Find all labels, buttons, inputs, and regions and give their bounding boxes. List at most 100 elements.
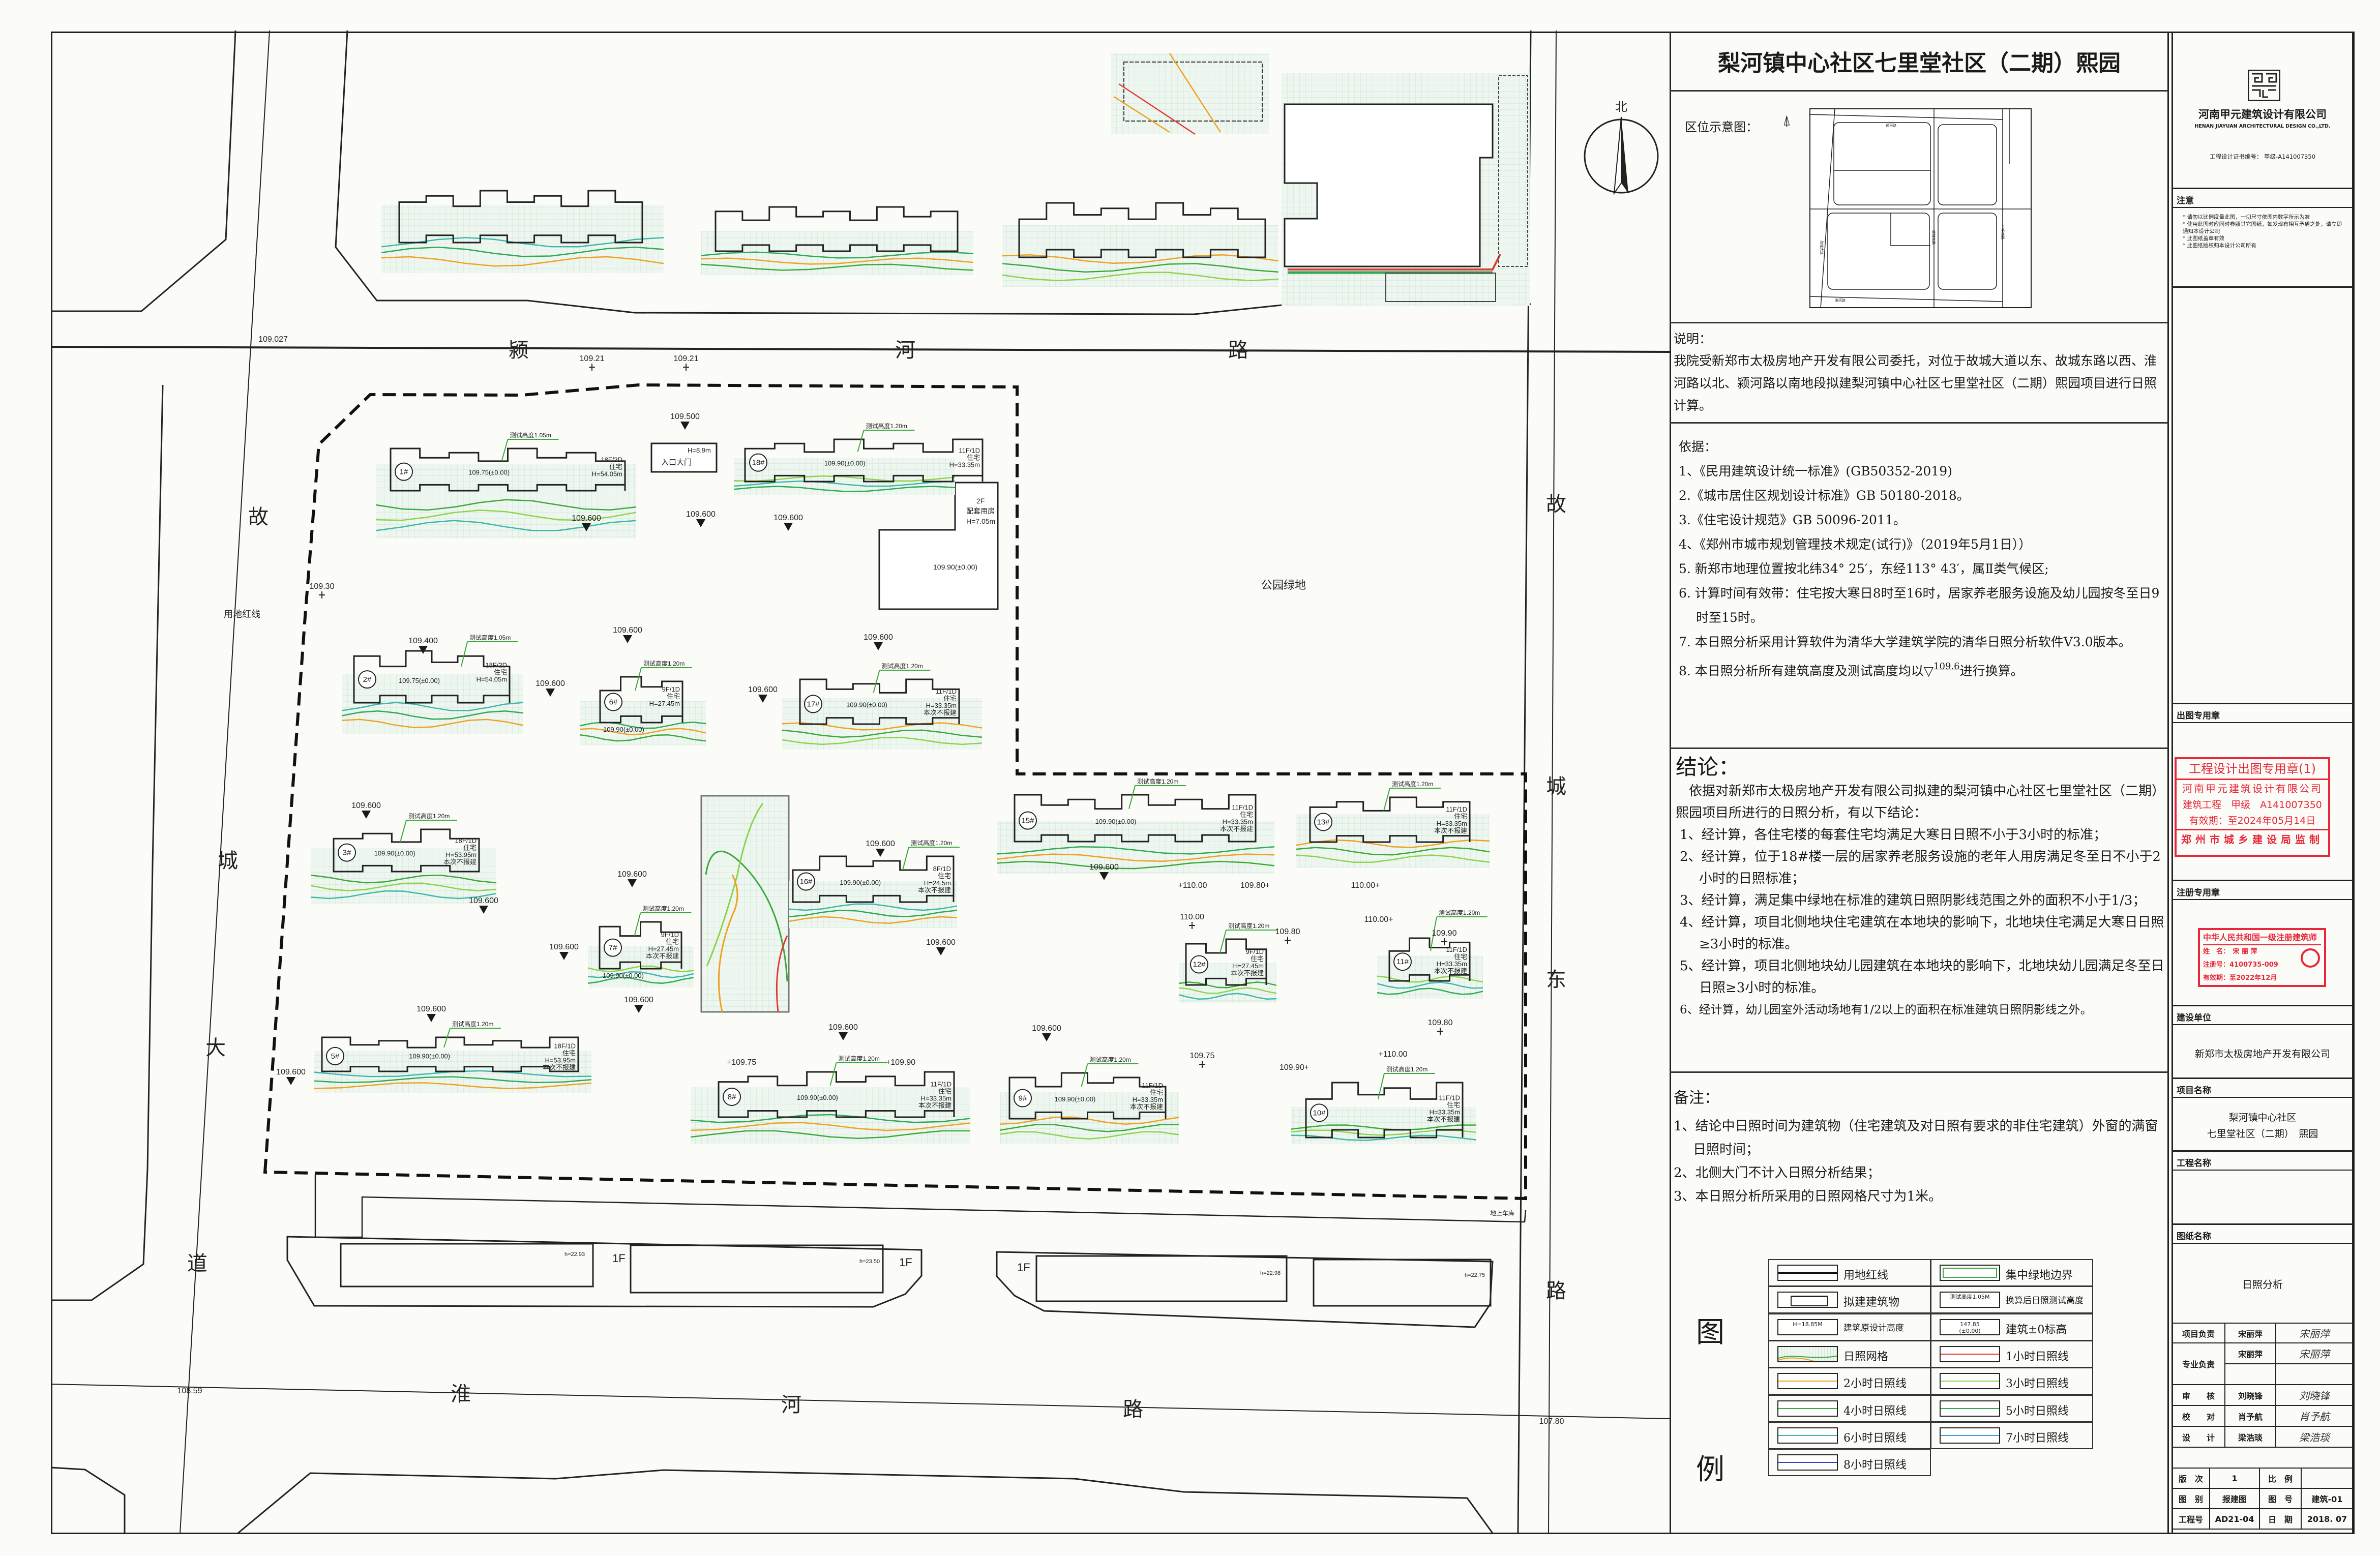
spot-level-cross-icon <box>1199 1061 1205 1068</box>
sunlight-contour-line <box>999 1131 1179 1140</box>
elevation-marker: 109.600 <box>549 943 579 960</box>
elevation-value: 109.80+ <box>1240 881 1270 890</box>
legend-swatch <box>1777 1373 1838 1390</box>
elevation-value: 109.600 <box>276 1068 306 1076</box>
building-floors: 11F/1D <box>959 447 980 455</box>
test-height-leader <box>1383 788 1390 811</box>
elevation-marker: +110.00 <box>1378 1050 1407 1059</box>
test-height-leader <box>1430 916 1437 951</box>
elevation-value: 109.30 <box>310 582 335 591</box>
building-outline <box>744 438 984 483</box>
type-label: 图 别 <box>2171 1488 2210 1509</box>
sunlight-contour-line <box>1295 854 1490 863</box>
elevation-value: +109.75 <box>727 1058 756 1067</box>
sunlight-grid <box>997 821 1274 874</box>
signoff-name: 宋丽萍 <box>2224 1323 2276 1343</box>
building-number: 18# <box>752 459 765 467</box>
road-west-char: 故 <box>248 506 269 528</box>
legend-item: 1小时日照线 <box>1930 1340 2093 1368</box>
elevation-marker: 109.600 <box>624 996 653 1013</box>
sunlight-contour-line <box>1295 839 1490 848</box>
test-height-label: 测试高度1.20m <box>1439 909 1480 916</box>
basis-item: 6. 计算时间有效带：住宅按大寒日8时至16时，居家养老服务设施及幼儿园按冬至日… <box>1679 586 2160 625</box>
elevation-marker: 109.600 <box>686 510 716 527</box>
road-east-char: 城 <box>1546 775 1566 798</box>
sunlight-contour-line <box>999 1124 1179 1132</box>
location-section: 区位示意图： ⍋ 颍河路 淮河路 故城大道 故城东路 中华南路 <box>1670 90 2169 322</box>
road-east-char: 路 <box>1546 1280 1566 1302</box>
sunlight-contour-line <box>1002 272 1279 282</box>
description-label: 说明： <box>1674 332 1712 346</box>
elevation-marker: +110.00 <box>1178 881 1207 890</box>
building-floors: 11F/1D <box>1446 946 1467 953</box>
building-base-level: 109.90(±0.00) <box>797 1094 838 1101</box>
signoff-empty <box>2275 1363 2354 1385</box>
signoff-name: 肖予航 <box>2224 1405 2276 1427</box>
level-triangle-icon <box>758 695 767 703</box>
sunlight-contour-line <box>1178 981 1277 989</box>
test-height-label: 测试高度1.20m <box>1090 1056 1131 1063</box>
basis-item8-prefix: 8. 本日照分析所有建筑高度及测试高度均以 <box>1679 664 1924 678</box>
elevation-value: 108.59 <box>177 1387 202 1395</box>
building-outline <box>1185 938 1267 986</box>
north-building-outline <box>715 206 959 252</box>
level-triangle-icon: ▽ <box>1923 664 1934 678</box>
project-name-2: 七里堂社区（二期） 熙园 <box>2207 1128 2318 1140</box>
building-use: 住宅 <box>1447 1101 1460 1109</box>
sunlight-contour-line <box>733 475 956 482</box>
road-labels: 颍 河 路 故 城 大 道 故 城 东 路 淮 河 路 <box>187 339 1566 1421</box>
stamp-title: 工程设计出图专用章(1) <box>2177 759 2328 780</box>
elevation-marker: 109.90+ <box>1280 1063 1309 1072</box>
elevation-value: 109.600 <box>549 943 579 951</box>
building-note: 本次不报建 <box>1427 1116 1460 1123</box>
drawing-no-value: 建筑-01 <box>2301 1488 2354 1509</box>
building-outline <box>390 447 626 492</box>
basis-item8-level: 109.6 <box>1933 661 1960 672</box>
legend-item: 集中绿地边界 <box>1930 1259 2093 1286</box>
south-building-label: h=22.98 <box>1260 1270 1281 1276</box>
building-outline <box>792 855 955 903</box>
building-floors: 9F/1D <box>1246 948 1264 955</box>
building-floors: 9F/1D <box>662 685 680 693</box>
building-use: 住宅 <box>666 938 679 945</box>
road-south-char: 河 <box>781 1394 801 1416</box>
elevation-marker: 109.75 <box>1190 1052 1215 1068</box>
elevation-marker: +109.75 <box>727 1058 756 1067</box>
building-floors: 11F/1D <box>1446 805 1467 813</box>
spot-level-cross-icon <box>319 591 325 599</box>
building-note: 本次不报建 <box>1434 967 1467 975</box>
building-number: 9# <box>1019 1094 1027 1103</box>
legend-title-char: 例 <box>1696 1453 1724 1486</box>
elevation-value: 109.80 <box>1275 927 1300 936</box>
facility-use: 配套用房 <box>966 507 995 515</box>
legend-label: 日照网格 <box>1843 1350 1889 1363</box>
scale-value <box>2301 1468 2354 1489</box>
elevation-marker: 109.600 <box>572 514 601 531</box>
building-number: 11# <box>1396 957 1409 966</box>
building-use: 住宅 <box>943 695 957 702</box>
test-height-leader <box>857 430 865 453</box>
legend-label: 建筑原设计高度 <box>1843 1323 1904 1333</box>
elevation-value: 109.600 <box>416 1005 446 1013</box>
north-arrow-icon: 北 <box>1584 100 1659 195</box>
spot-level-cross-icon <box>683 364 689 371</box>
elevation-value: 109.600 <box>926 938 956 947</box>
road-west-char: 城 <box>218 850 238 872</box>
legend-sample: 测试高度1.05M <box>1950 1294 1990 1301</box>
legend-item: 日照网格 <box>1768 1340 1931 1368</box>
legend-item: 5小时日照线 <box>1930 1394 2093 1422</box>
legend-swatch <box>1777 1427 1838 1444</box>
yinghe-road-centerline <box>50 346 1670 353</box>
notice-item: * 此图纸盖章有效 <box>2183 235 2225 242</box>
sunlight-contour-line <box>310 874 497 884</box>
building-floors: 8F/1D <box>933 865 951 873</box>
design-seal-stamp: 工程设计出图专用章(1) 河南甲元建筑设计有限公司 建筑工程 甲级 A14100… <box>2175 757 2330 857</box>
divider <box>2171 286 2354 288</box>
legend-swatch <box>1777 1400 1838 1417</box>
elevation-value: 110.00+ <box>1364 915 1393 924</box>
legend-label: 4小时日照线 <box>1843 1404 1907 1418</box>
sunlight-contour-line <box>1377 981 1483 989</box>
